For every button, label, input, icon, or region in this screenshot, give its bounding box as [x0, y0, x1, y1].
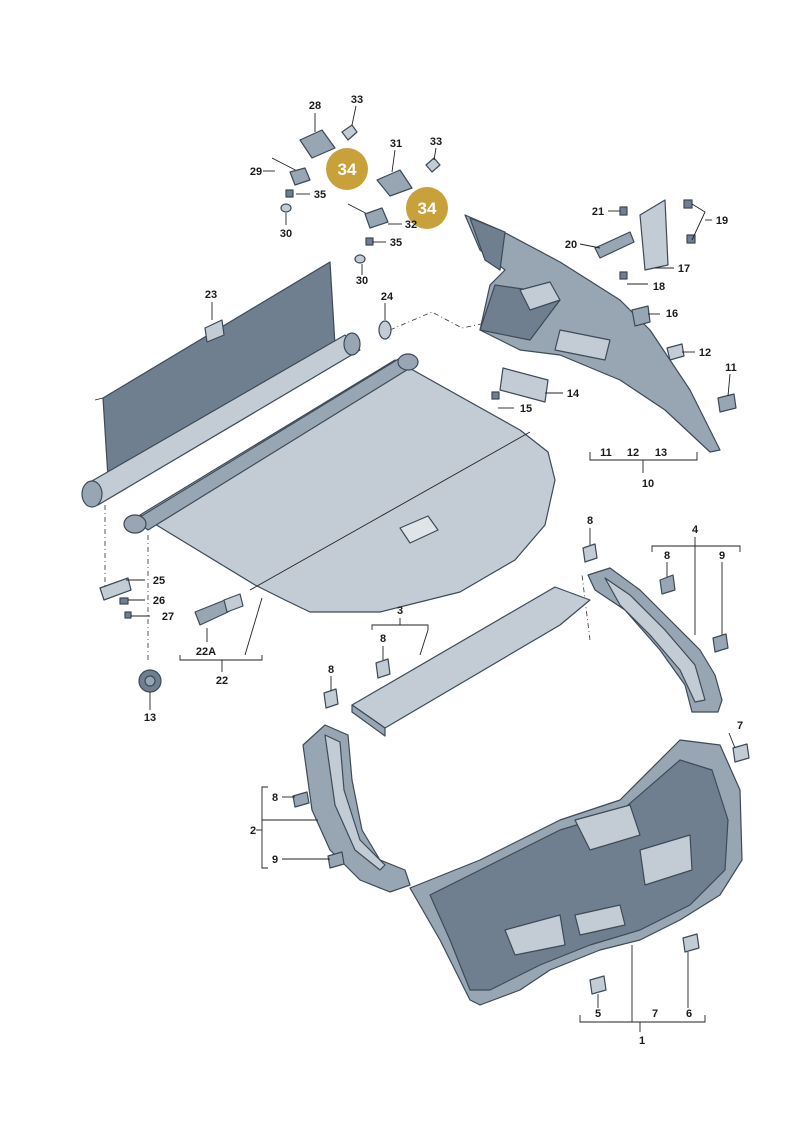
- label-8[interactable]: 8: [272, 792, 278, 804]
- label-14[interactable]: 14: [567, 388, 580, 400]
- label-17[interactable]: 17: [678, 263, 690, 275]
- label-30[interactable]: 30: [280, 228, 292, 240]
- leader-lines: [126, 105, 741, 1032]
- label-15[interactable]: 15: [520, 403, 532, 415]
- label-21[interactable]: 21: [592, 206, 604, 218]
- label-30[interactable]: 30: [356, 275, 368, 287]
- label-22[interactable]: 22: [216, 675, 228, 687]
- label-26[interactable]: 26: [153, 595, 165, 607]
- label-2[interactable]: 2: [250, 825, 256, 837]
- label-11[interactable]: 11: [600, 447, 612, 459]
- label-3[interactable]: 3: [397, 605, 403, 617]
- label-13[interactable]: 13: [655, 447, 667, 459]
- label-31[interactable]: 31: [390, 138, 402, 150]
- label-25[interactable]: 25: [153, 575, 165, 587]
- label-18[interactable]: 18: [653, 281, 665, 293]
- label-11[interactable]: 11: [725, 362, 737, 374]
- callout-34[interactable]: 34: [338, 160, 357, 179]
- label-28[interactable]: 28: [309, 100, 321, 112]
- label-13[interactable]: 13: [144, 712, 156, 724]
- label-22a[interactable]: 22A: [196, 646, 216, 658]
- side-trim-assembly: [464, 214, 721, 453]
- label-32[interactable]: 32: [405, 219, 417, 231]
- top-trim-strip: [351, 586, 591, 737]
- right-side-trim: [587, 567, 723, 713]
- label-35[interactable]: 35: [390, 237, 402, 249]
- hardware-parts: [99, 124, 750, 995]
- label-12[interactable]: 12: [699, 347, 711, 359]
- label-8[interactable]: 8: [664, 550, 670, 562]
- label-6[interactable]: 6: [686, 1008, 692, 1020]
- tailgate-trim: [409, 739, 743, 1006]
- luggage-cover: [123, 353, 556, 613]
- label-33[interactable]: 33: [430, 136, 442, 148]
- label-12[interactable]: 12: [627, 447, 639, 459]
- callout-badge[interactable]: 34: [406, 187, 448, 229]
- callout-circle[interactable]: [326, 148, 368, 190]
- label-29[interactable]: 29: [250, 166, 262, 178]
- label-19[interactable]: 19: [716, 215, 728, 227]
- label-8[interactable]: 8: [587, 515, 593, 527]
- callout-circle[interactable]: [406, 187, 448, 229]
- label-24[interactable]: 24: [381, 291, 394, 303]
- label-7[interactable]: 7: [652, 1008, 658, 1020]
- callout-34[interactable]: 34: [418, 199, 437, 218]
- label-5[interactable]: 5: [595, 1008, 601, 1020]
- label-9[interactable]: 9: [272, 854, 278, 866]
- label-16[interactable]: 16: [666, 308, 678, 320]
- label-9[interactable]: 9: [719, 550, 725, 562]
- left-side-trim: [302, 724, 411, 893]
- label-20[interactable]: 20: [565, 239, 577, 251]
- label-35[interactable]: 35: [314, 189, 326, 201]
- label-10[interactable]: 10: [642, 478, 654, 490]
- label-7[interactable]: 7: [737, 720, 743, 732]
- label-33[interactable]: 33: [351, 94, 363, 106]
- label-8[interactable]: 8: [380, 633, 386, 645]
- label-27[interactable]: 27: [162, 611, 174, 623]
- label-1[interactable]: 1: [639, 1035, 645, 1047]
- label-8[interactable]: 8: [328, 664, 334, 676]
- label-4[interactable]: 4: [692, 524, 699, 536]
- part-labels: 28 33 31 33 29 35 32 35 30 30 24 23 21 2…: [144, 94, 743, 1047]
- label-23[interactable]: 23: [205, 289, 217, 301]
- callout-badge[interactable]: 34: [326, 148, 368, 190]
- roller-blind: [81, 261, 361, 508]
